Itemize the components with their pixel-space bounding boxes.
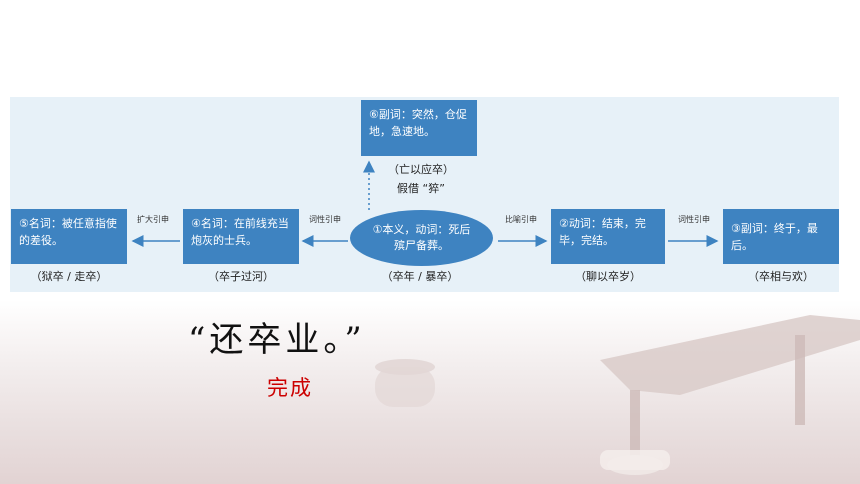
node-n3-text: ③副词：终于，最后。 xyxy=(731,221,818,252)
node-n1-caption: （卒年 / 暴卒） xyxy=(381,270,459,283)
node-n1-text: ①本义，动词：死后殡尸备葬。 xyxy=(372,223,471,252)
node-n3-caption: （卒相与欢） xyxy=(748,270,814,283)
node-n1: ①本义，动词：死后殡尸备葬。 xyxy=(350,210,493,266)
node-n6-caption-line1: （亡以应卒） xyxy=(388,163,454,176)
node-n6-text: ⑥副词：突然，仓促地，急速地。 xyxy=(369,108,467,138)
background-pot-illustration xyxy=(375,359,435,407)
edge-label-n2-n3: 词性引申 xyxy=(678,215,710,224)
quote-text: “还卒业。” xyxy=(188,320,366,360)
node-n5-text: ⑤名词：被任意指使的差役。 xyxy=(19,217,117,247)
node-n3: ③副词：终于，最后。 xyxy=(723,209,839,264)
node-n6-caption-line2: 假借 “猝” xyxy=(397,182,445,195)
node-n2-caption: （聊以卒岁） xyxy=(575,270,641,283)
node-n6: ⑥副词：突然，仓促地，急速地。 xyxy=(361,100,477,156)
node-n5-caption: （狱卒 / 走卒） xyxy=(30,270,108,283)
node-n4-text: ④名词：在前线充当炮灰的士兵。 xyxy=(191,217,289,247)
node-n5: ⑤名词：被任意指使的差役。 xyxy=(11,209,127,264)
edge-label-n1-n2: 比喻引申 xyxy=(505,215,537,224)
node-n4: ④名词：在前线充当炮灰的士兵。 xyxy=(183,209,299,264)
node-n2: ②动词：结束，完毕，完结。 xyxy=(551,209,665,264)
node-n4-caption: （卒子过河） xyxy=(208,270,274,283)
quote-gloss: 完成 xyxy=(267,376,313,400)
node-n2-text: ②动词：结束，完毕，完结。 xyxy=(559,217,646,247)
edge-label-n1-n4: 词性引申 xyxy=(309,215,341,224)
background-furniture-illustration xyxy=(600,315,860,475)
edge-label-n4-n5: 扩大引申 xyxy=(137,215,169,224)
